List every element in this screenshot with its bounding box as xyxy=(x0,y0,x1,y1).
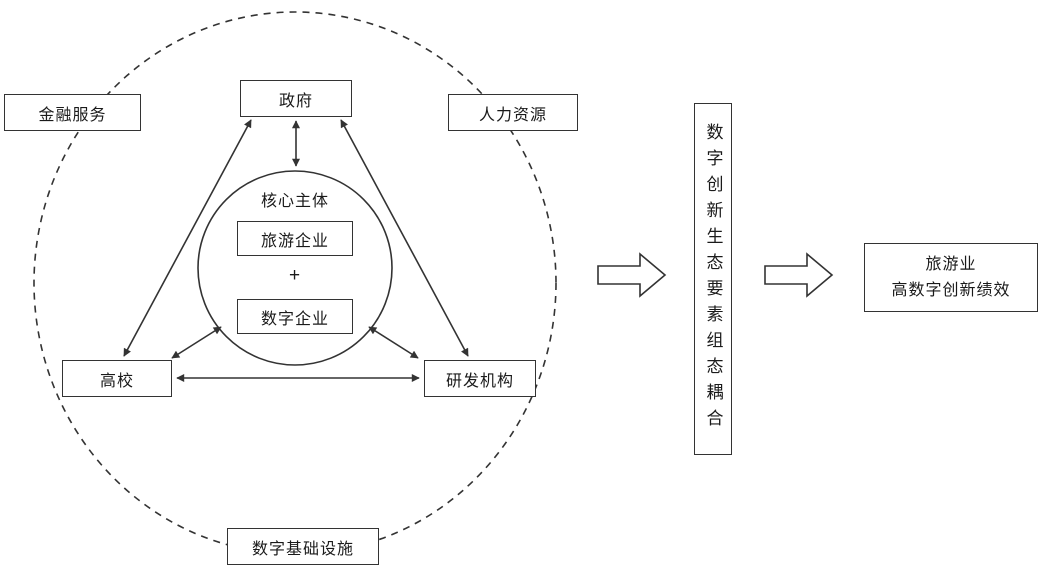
university-box: 高校 xyxy=(62,360,172,397)
rd-institution-label: 研发机构 xyxy=(445,372,514,390)
government-box: 政府 xyxy=(240,80,352,117)
plus-sign: + xyxy=(198,263,392,289)
digital-infrastructure-box: 数字基础设施 xyxy=(227,528,379,565)
rd-institution-box: 研发机构 xyxy=(424,360,536,397)
digital-infrastructure-label: 数字基础设施 xyxy=(251,540,354,558)
university-label: 高校 xyxy=(99,372,134,390)
human-resources-label: 人力资源 xyxy=(478,106,547,124)
tourism-enterprise-box: 旅游企业 xyxy=(237,221,353,256)
outcome-box: 旅游业 高数字创新绩效 xyxy=(864,243,1038,312)
government-label: 政府 xyxy=(278,92,313,110)
digital-enterprise-label: 数字企业 xyxy=(260,310,329,328)
core-subject-title-text: 核心主体 xyxy=(260,193,329,210)
arrow-core-rd xyxy=(368,326,419,359)
outcome-text: 旅游业 高数字创新绩效 xyxy=(891,255,1010,301)
coupling-box: 数字创新生态要素组态耦合 xyxy=(694,103,732,455)
core-subject-title: 核心主体 xyxy=(198,188,392,210)
digital-enterprise-box: 数字企业 xyxy=(237,299,353,334)
plus-sign-text: + xyxy=(288,265,302,286)
flow-arrow-2 xyxy=(764,252,834,298)
arrow-government-university xyxy=(123,119,252,357)
arrow-core-university xyxy=(171,326,222,359)
tourism-enterprise-label: 旅游企业 xyxy=(260,232,329,250)
outcome-line2: 高数字创新绩效 xyxy=(891,281,1011,299)
coupling-label: 数字创新生态要素组态耦合 xyxy=(703,123,723,435)
outcome-line1: 旅游业 xyxy=(925,255,977,273)
finance-service-box: 金融服务 xyxy=(4,94,141,131)
arrow-government-rd xyxy=(340,119,469,357)
human-resources-box: 人力资源 xyxy=(448,94,578,131)
flow-arrow-1 xyxy=(597,252,667,298)
finance-service-label: 金融服务 xyxy=(38,106,107,124)
